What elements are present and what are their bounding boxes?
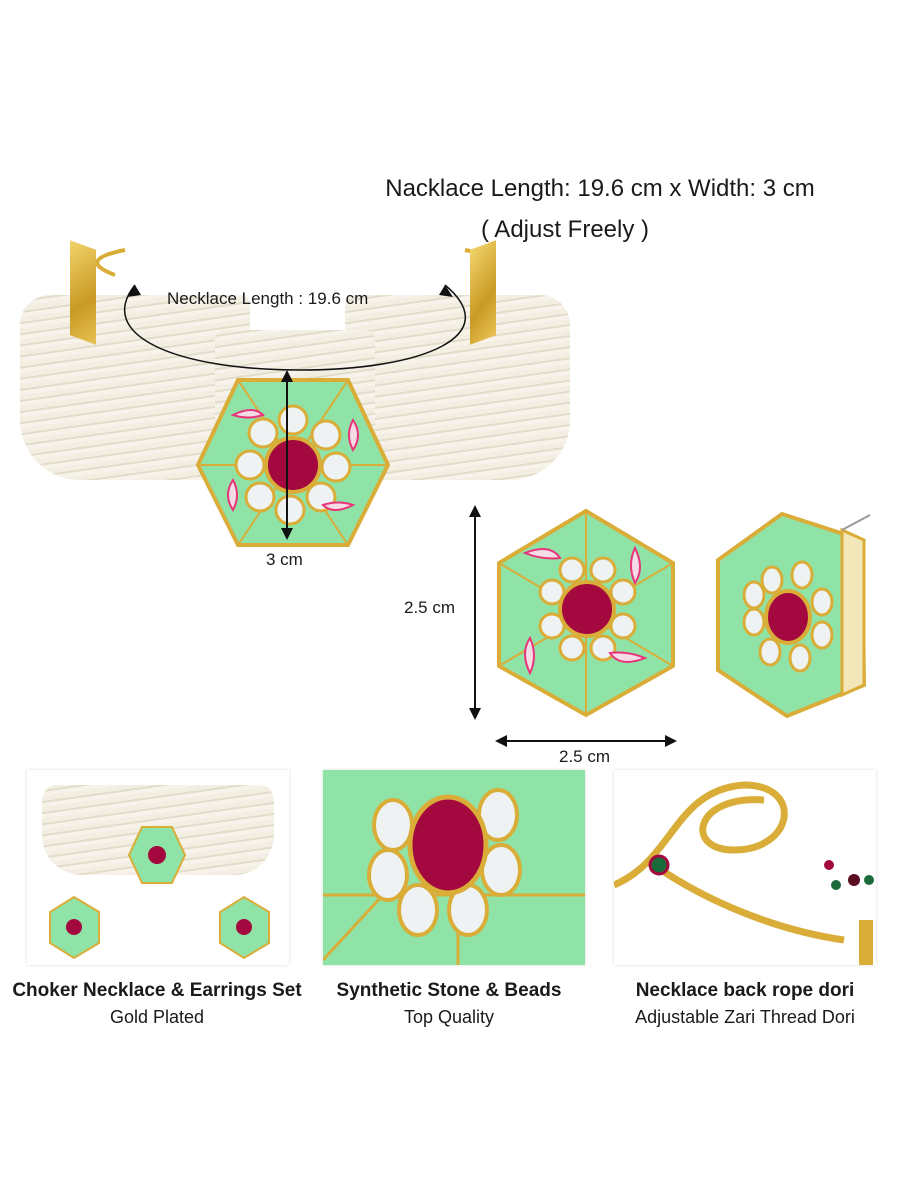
stone-closeup-icon — [323, 788, 585, 965]
earring-width-label: 2.5 cm — [559, 747, 611, 766]
adjust-note: ( Adjust Freely ) — [480, 216, 650, 243]
hexagon-pendant-icon — [195, 378, 391, 547]
width-arrow-icon — [281, 370, 293, 540]
choker-necklace-image — [15, 240, 575, 570]
panel-2-title: Synthetic Stone & Beads — [336, 980, 562, 1001]
panel-1-subtitle: Gold Plated — [109, 1007, 205, 1027]
gold-clasp-left — [70, 240, 96, 345]
dimension-title: Nacklace Length: 19.6 cm x Width: 3 cm — [385, 175, 815, 202]
panel-3-title: Necklace back rope dori — [635, 980, 855, 1001]
earring-width-arrow-icon — [495, 735, 677, 747]
mini-earring-left-icon — [49, 895, 100, 960]
length-arc-icon — [123, 284, 467, 371]
earring-side-icon — [716, 511, 871, 719]
earring-height-arrow-icon — [469, 505, 481, 720]
necklace-width-label: 3 cm — [266, 550, 303, 569]
earring-height-label: 2.5 cm — [404, 598, 456, 617]
panel-3-subtitle: Adjustable Zari Thread Dori — [635, 1007, 855, 1027]
mini-earring-right-icon — [219, 895, 270, 960]
panel-rope-dori — [614, 770, 876, 965]
panel-2-subtitle: Top Quality — [403, 1007, 495, 1027]
panel-set-image — [27, 770, 289, 965]
rope-dori-icon — [614, 781, 874, 965]
panel-stone-closeup — [323, 770, 585, 965]
panel-1-title: Choker Necklace & Earrings Set — [12, 980, 302, 1001]
mini-pendant-icon — [127, 826, 187, 884]
earring-front-icon — [497, 508, 675, 718]
necklace-length-label: Necklace Length : 19.6 cm — [167, 289, 369, 308]
